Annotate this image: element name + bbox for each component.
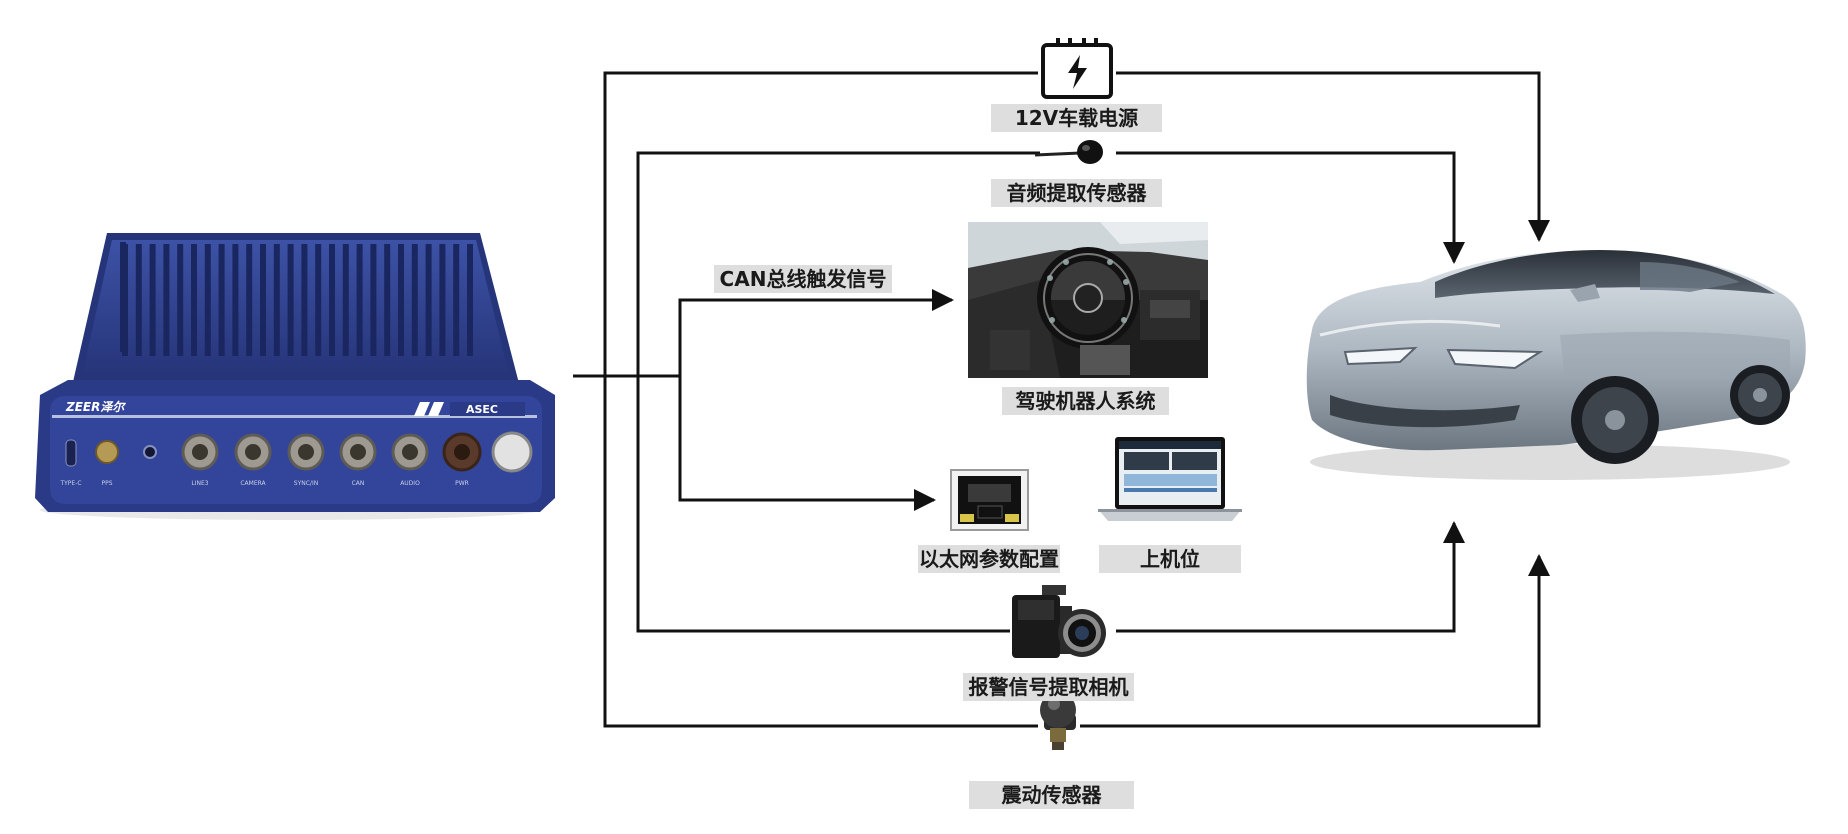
heatsink-fin xyxy=(177,244,184,356)
heatsink-fin xyxy=(260,244,266,356)
heatsink-fin xyxy=(273,244,280,356)
car-wheels xyxy=(1571,365,1790,464)
audio-label: 音频提取传感器 xyxy=(991,179,1162,207)
vibration-to-car-line xyxy=(1080,554,1550,728)
power-to-car-line xyxy=(1116,71,1550,242)
heatsink-fin xyxy=(411,244,418,356)
heatsink-fin xyxy=(467,244,473,356)
vibration-label: 震动传感器 xyxy=(969,781,1134,809)
device-brand: ZEER泽尔 xyxy=(65,400,126,414)
can-line xyxy=(678,289,954,376)
audio-jack xyxy=(143,445,157,459)
can-label: CAN总线触发信号 xyxy=(714,265,892,293)
usb-port xyxy=(65,439,77,467)
vibration-sensor-icon xyxy=(1040,692,1076,750)
power-button xyxy=(491,431,533,473)
svg-text:AUDIO: AUDIO xyxy=(400,480,420,487)
heatsink-fin xyxy=(315,244,322,356)
heatsink-fin xyxy=(356,244,363,356)
heatsink-fin xyxy=(342,244,349,356)
heatsink-fin xyxy=(384,244,391,356)
heatsink-fin xyxy=(398,244,404,356)
power-line xyxy=(603,71,1038,376)
battery-power-icon xyxy=(1041,38,1113,99)
heatsink-fin xyxy=(425,244,432,356)
camera-to-car-line xyxy=(1116,521,1465,633)
device-ports: TYPE-C PPS LINE3 CAMERA SYNC/IN CAN AUDI… xyxy=(59,431,533,487)
asec-device-image: ZEER泽尔 ASEC TYPE-C PPS LINE3 CAMERA xyxy=(35,233,555,520)
ethernet-port-icon xyxy=(950,469,1029,531)
svg-text:SYNC/IN: SYNC/IN xyxy=(294,480,318,487)
ethernet-label: 以太网参数配置 xyxy=(918,545,1060,573)
camera-icon xyxy=(1012,585,1106,658)
driving-robot-photo xyxy=(968,222,1208,378)
audio-line xyxy=(636,151,1040,376)
heatsink-fin xyxy=(232,244,239,356)
heatsink-fin xyxy=(439,244,446,356)
robot-label: 驾驶机器人系统 xyxy=(1002,387,1169,415)
camera-label: 报警信号提取相机 xyxy=(963,673,1134,701)
heatsink-fin xyxy=(370,244,377,356)
ethernet-line xyxy=(678,376,936,511)
heatsink-fin xyxy=(329,244,335,356)
svg-text:CAN: CAN xyxy=(352,480,365,487)
camera-line xyxy=(636,376,1010,633)
heatsink-fin xyxy=(135,244,142,356)
heatsink-fin xyxy=(191,244,197,356)
car-image xyxy=(1306,250,1806,480)
microphone-icon xyxy=(1034,140,1103,164)
svg-text:PWR: PWR xyxy=(455,480,469,487)
heatsink-fin xyxy=(149,244,156,356)
heatsink-fin xyxy=(453,244,460,356)
round-connectors xyxy=(181,431,533,473)
laptop-icon xyxy=(1098,437,1242,521)
heatsink-fin xyxy=(301,244,308,356)
heatsink-fin xyxy=(122,244,128,356)
host-label: 上机位 xyxy=(1099,545,1241,573)
heatsink-fin xyxy=(246,244,253,356)
audio-to-car-line xyxy=(1116,151,1465,264)
svg-text:PPS: PPS xyxy=(101,480,112,487)
heatsink-fin xyxy=(218,244,225,356)
device-model: ASEC xyxy=(466,403,498,416)
heatsink-fin xyxy=(163,244,170,356)
pps-port xyxy=(95,440,119,464)
heatsink-fin xyxy=(204,244,211,356)
power-label: 12V车载电源 xyxy=(991,104,1162,132)
svg-text:TYPE-C: TYPE-C xyxy=(59,480,81,487)
vibration-line xyxy=(603,376,1038,728)
connection-lines xyxy=(573,71,1550,728)
svg-text:CAMERA: CAMERA xyxy=(240,480,266,487)
heatsink-fin xyxy=(287,244,294,356)
svg-text:LINE3: LINE3 xyxy=(191,480,208,487)
